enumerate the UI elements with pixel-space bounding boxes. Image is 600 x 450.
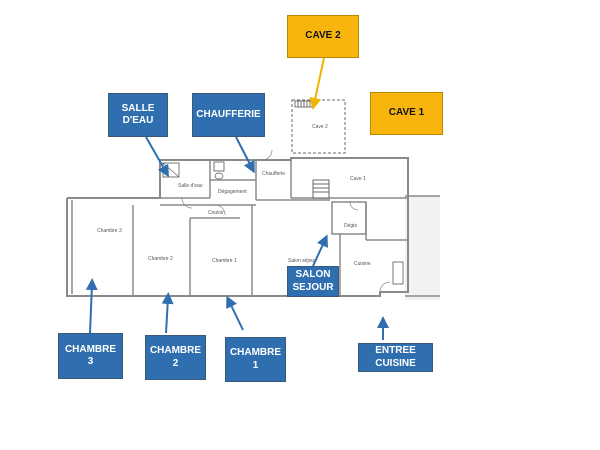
plan-label-chaufferie: Chaufferie [262, 171, 285, 177]
callout-cave1: CAVE 1 [370, 92, 443, 135]
callout-chambre2: CHAMBRE 2 [145, 335, 206, 380]
kitchen-appliance [392, 261, 404, 285]
plan-label-salon-sejour: Salon séjour [288, 258, 316, 264]
arrow-chambre3 [85, 278, 98, 334]
callout-cave2: CAVE 2 [287, 15, 359, 58]
plan-label-chambre2: Chambre 2 [148, 256, 173, 262]
callout-salon-sejour: SALON SEJOUR [287, 266, 339, 297]
callout-entree-cuisine: ENTREE CUISINE [358, 343, 433, 372]
plan-label-cave1: Cave 1 [350, 176, 366, 182]
cave2-stairs [294, 100, 314, 108]
arrow-salon-sejour [312, 234, 328, 267]
plan-label-chambre1: Chambre 1 [212, 258, 237, 264]
plan-label-degagement: Dégagement [218, 189, 247, 195]
plan-label-chambre3: Chambre 3 [97, 228, 122, 234]
plan-label-cuisine: Cuisine [354, 261, 371, 267]
chaufferie-stairs [312, 179, 330, 199]
plan-label-degts: Dégts [344, 223, 358, 229]
arrow-salle-eau [145, 136, 169, 178]
plan-label-salle-eau: Salle d'eau [178, 183, 203, 189]
plan-label-cave2: Cave 2 [312, 124, 328, 130]
arrow-chaufferie [235, 136, 255, 174]
callout-chambre1: CHAMBRE 1 [225, 337, 286, 382]
arrow-chambre1 [226, 295, 244, 331]
plan-label-couloir: Couloir [208, 210, 224, 216]
wc-fixture [213, 161, 225, 172]
arrow-chambre2 [161, 292, 174, 334]
arrow-cave2 [309, 57, 325, 110]
callout-salle-eau: SALLE D'EAU [108, 93, 168, 137]
callout-chambre3: CHAMBRE 3 [58, 333, 123, 379]
callout-chaufferie: CHAUFFERIE [192, 93, 265, 137]
